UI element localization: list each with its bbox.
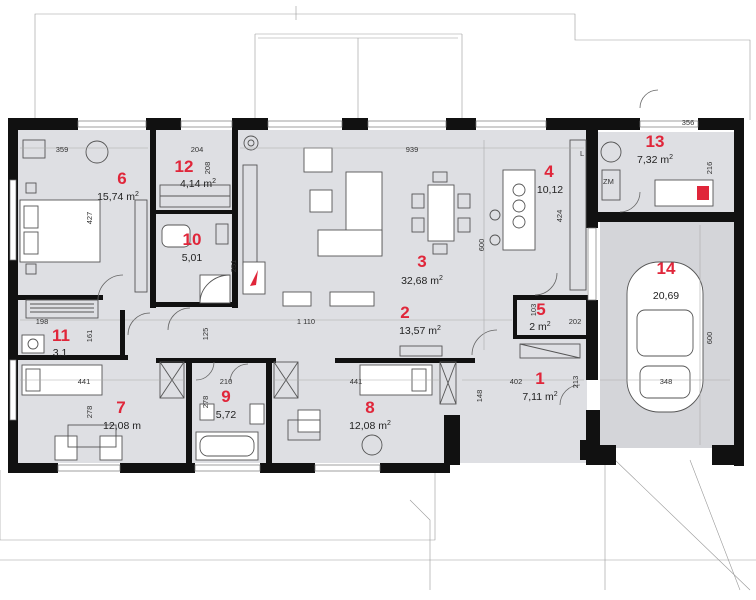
dim-corridor-depth: 125	[201, 328, 210, 341]
dim-room-13-width: 356	[682, 118, 695, 127]
kitchen-label-l: L	[580, 149, 584, 158]
dim-bedroom-6-width: 359	[56, 145, 69, 154]
room-number-14: 14	[657, 259, 676, 278]
windows	[9, 120, 699, 472]
room-number-11: 11	[52, 326, 70, 345]
dim-closet-width: 204	[191, 145, 204, 154]
room-number-8: 8	[365, 398, 374, 417]
dim-living-width: 939	[406, 145, 419, 154]
room-area-4: 10,12	[537, 184, 563, 196]
room-number-13: 13	[646, 132, 665, 151]
walls	[8, 118, 744, 473]
dim-garage-depth: 600	[705, 332, 714, 345]
dimension-lines	[20, 140, 730, 445]
dim-entry-width: 402	[510, 377, 523, 386]
room-area-7: 12,08 m	[103, 420, 141, 432]
dim-bedroom-8-width: 441	[350, 377, 363, 386]
room-area-10: 5,01	[182, 252, 203, 264]
dim-room-5-width: 202	[569, 317, 582, 326]
dim-bedroom-7-width: 441	[78, 377, 91, 386]
dim-entry-depth: 148	[475, 390, 484, 403]
doors	[97, 89, 659, 406]
room-number-6: 6	[117, 169, 126, 188]
dim-bedroom-7-depth: 278	[85, 406, 94, 419]
room-area-6: 15,74 m2	[97, 191, 139, 203]
dim-living-depth: 600	[477, 239, 486, 252]
room-13-label-zm: ZM	[603, 177, 614, 186]
dimension-texts: 359 204 208 939 427 251 424 600 356 216 …	[36, 118, 714, 418]
room-area-5: 2 m2	[529, 321, 551, 333]
dim-bath-9-depth: 278	[201, 396, 210, 409]
furniture	[19, 135, 714, 461]
room-area-12: 4,14 m2	[180, 178, 216, 190]
dim-room-11-depth: 161	[85, 330, 94, 343]
room-area-14: 20,69	[653, 290, 679, 302]
dim-bedroom-6-depth: 427	[85, 212, 94, 225]
dim-room-11-width: 198	[36, 317, 49, 326]
room-area-1: 7,11 m2	[522, 391, 557, 403]
dim-bath-9-width: 210	[220, 377, 233, 386]
dim-closet-depth: 208	[203, 162, 212, 175]
room-area-3: 32,68 m2	[401, 275, 443, 287]
room-number-7: 7	[116, 398, 125, 417]
room-area-11: 3,1	[53, 347, 68, 359]
dim-corridor-length: 1 110	[297, 317, 315, 326]
room-number-3: 3	[417, 252, 426, 271]
room-number-5: 5	[536, 300, 545, 319]
dim-room-5-depth: 103	[529, 304, 538, 317]
dim-garage-width: 348	[660, 377, 673, 386]
dim-room-13-depth: 216	[705, 162, 714, 175]
room-number-1: 1	[535, 369, 544, 388]
dim-entry-depth-2: 213	[571, 376, 580, 389]
dim-bath-10-depth: 251	[229, 260, 238, 273]
room-area-13: 7,32 m2	[637, 154, 673, 166]
room-area-8: 12,08 m2	[349, 420, 391, 432]
room-number-10: 10	[183, 230, 202, 249]
room-area-9: 5,72	[216, 409, 237, 421]
room-number-2: 2	[400, 303, 409, 322]
dim-kitchen-depth: 424	[555, 210, 564, 223]
room-number-12: 12	[175, 157, 194, 176]
room-number-4: 4	[544, 162, 554, 181]
room-number-9: 9	[221, 387, 230, 406]
room-area-2: 13,57 m2	[399, 325, 441, 337]
room-labels: 1 7,11 m2 2 13,57 m2 3 32,68 m2 4 10,12 …	[52, 132, 679, 432]
